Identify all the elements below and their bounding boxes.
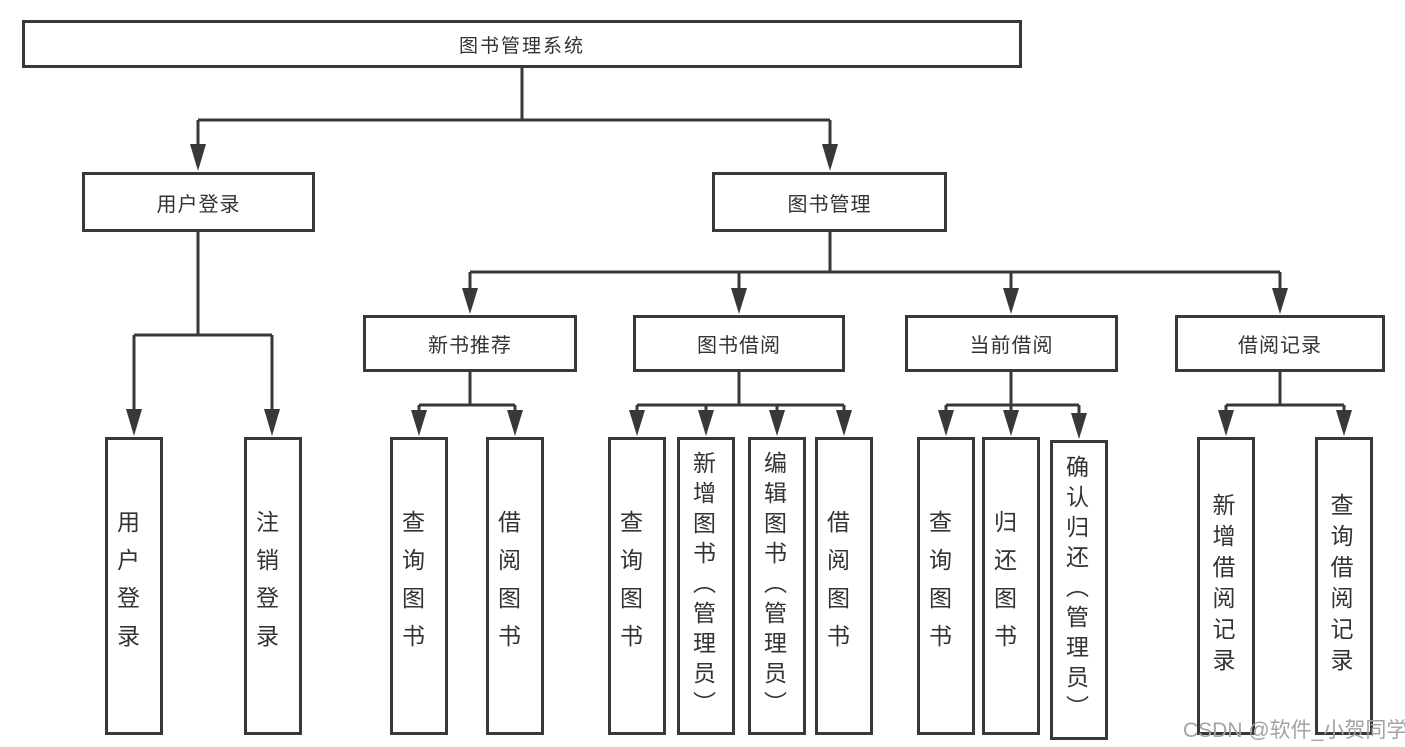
leaf-query-books-recommend-label: 查询图书 bbox=[398, 510, 425, 662]
node-library-system: 图书管理系统 bbox=[22, 20, 1022, 68]
connector-book-management-to-level3 bbox=[462, 232, 1288, 314]
csdn-watermark: CSDN @软件_小贺同学 bbox=[1183, 719, 1405, 742]
leaf-logout-login-label: 注销登录 bbox=[252, 510, 279, 662]
leaf-add-borrow-record-label: 新增借阅记录 bbox=[1209, 493, 1235, 679]
connector-user-login-to-leaves bbox=[126, 232, 280, 436]
node-borrowing-records-label: 借阅记录 bbox=[1238, 335, 1322, 357]
leaf-query-books-borrow: 查询图书 bbox=[608, 437, 666, 735]
connector-new-book-recommend-to-leaves bbox=[411, 372, 523, 436]
connector-book-borrowing-to-leaves bbox=[629, 372, 852, 436]
node-library-system-label: 图书管理系统 bbox=[458, 35, 585, 57]
leaf-query-borrow-record-label: 查询借阅记录 bbox=[1327, 493, 1353, 679]
leaf-query-books-current-label: 查询图书 bbox=[925, 510, 952, 662]
leaf-borrow-books-recommend: 借阅图书 bbox=[486, 437, 544, 735]
leaf-add-books-admin-label: 新增图书（管理员） bbox=[689, 451, 716, 721]
node-book-borrowing-label: 图书借阅 bbox=[697, 335, 781, 357]
leaf-return-books: 归还图书 bbox=[982, 437, 1040, 735]
node-user-login-label: 用户登录 bbox=[156, 193, 241, 216]
leaf-borrow-books-recommend-label: 借阅图书 bbox=[494, 510, 521, 662]
leaf-confirm-return-admin: 确认归还（管理员） bbox=[1050, 440, 1108, 740]
leaf-confirm-return-admin-label: 确认归还（管理员） bbox=[1062, 455, 1089, 725]
node-book-management-label: 图书管理 bbox=[787, 193, 872, 216]
connector-root-to-level2 bbox=[190, 68, 838, 171]
node-borrowing-records: 借阅记录 bbox=[1175, 315, 1385, 372]
leaf-query-books-borrow-label: 查询图书 bbox=[616, 510, 643, 662]
connector-current-borrowing-to-leaves bbox=[938, 372, 1087, 439]
leaf-return-books-label: 归还图书 bbox=[990, 510, 1017, 662]
leaf-edit-books-admin-label: 编辑图书（管理员） bbox=[760, 451, 787, 721]
node-current-borrowing-label: 当前借阅 bbox=[969, 335, 1054, 357]
leaf-user-login-label: 用户登录 bbox=[113, 510, 140, 662]
node-user-login: 用户登录 bbox=[82, 172, 315, 232]
node-new-book-recommend: 新书推荐 bbox=[363, 315, 577, 372]
node-book-management: 图书管理 bbox=[712, 172, 947, 232]
leaf-query-books-recommend: 查询图书 bbox=[390, 437, 448, 735]
node-current-borrowing: 当前借阅 bbox=[905, 315, 1118, 372]
node-book-borrowing: 图书借阅 bbox=[633, 315, 845, 372]
leaf-edit-books-admin: 编辑图书（管理员） bbox=[748, 437, 806, 735]
leaf-user-login: 用户登录 bbox=[105, 437, 163, 735]
leaf-borrow-books-label: 借阅图书 bbox=[823, 510, 850, 662]
leaf-query-books-current: 查询图书 bbox=[917, 437, 975, 735]
connector-borrowing-records-to-leaves bbox=[1218, 372, 1352, 436]
node-new-book-recommend-label: 新书推荐 bbox=[428, 335, 512, 357]
leaf-add-borrow-record: 新增借阅记录 bbox=[1197, 437, 1255, 735]
leaf-add-books-admin: 新增图书（管理员） bbox=[677, 437, 735, 735]
leaf-borrow-books: 借阅图书 bbox=[815, 437, 873, 735]
leaf-query-borrow-record: 查询借阅记录 bbox=[1315, 437, 1373, 735]
leaf-logout-login: 注销登录 bbox=[244, 437, 302, 735]
